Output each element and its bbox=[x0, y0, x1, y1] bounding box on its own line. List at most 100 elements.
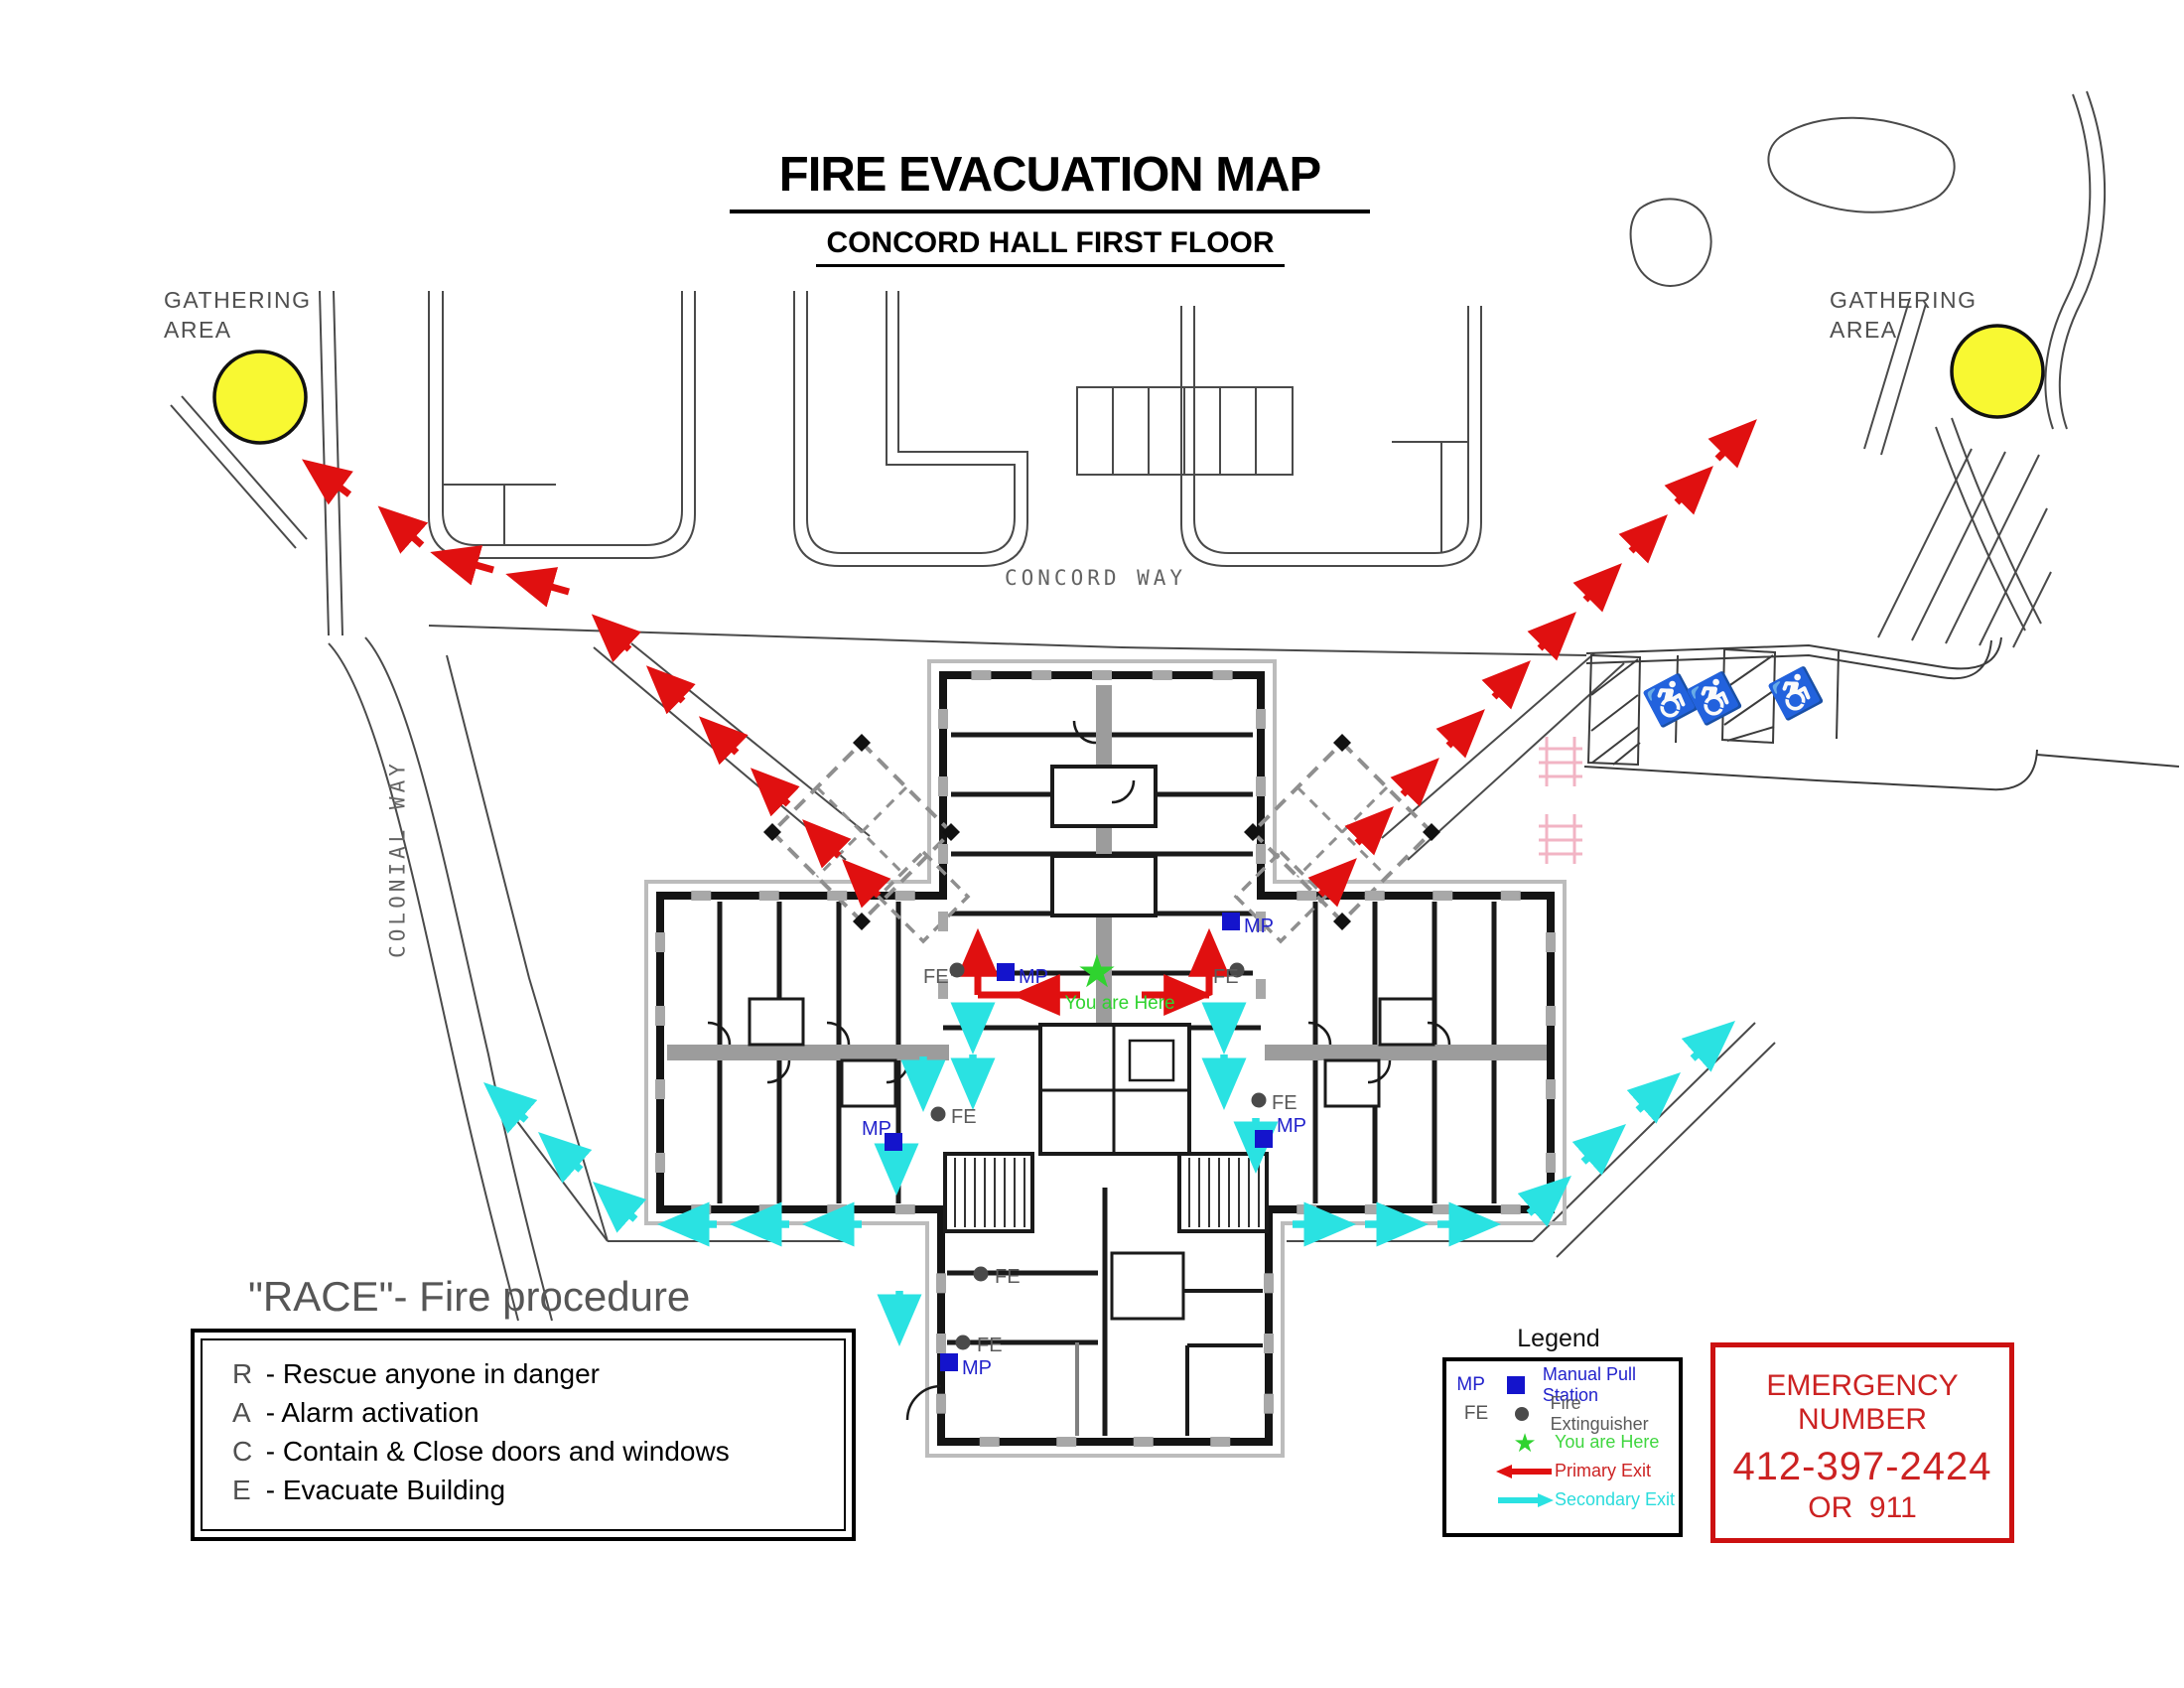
race-procedure-title: "RACE"- Fire procedure bbox=[248, 1273, 691, 1320]
bench-feature-icons bbox=[1539, 737, 1582, 864]
manual-pull-station-icon bbox=[1222, 913, 1240, 930]
street-label-colonial-way: COLONIAL WAY bbox=[385, 760, 410, 958]
legend-label: Fire Extinguisher bbox=[1550, 1392, 1649, 1434]
fire-extinguisher-icon bbox=[955, 1335, 971, 1350]
site-roads bbox=[170, 90, 2107, 1322]
legend-title: Legend bbox=[1517, 1325, 1600, 1352]
secondary-exit-arrow bbox=[1681, 1021, 1735, 1072]
gathering-line2: AREA bbox=[164, 317, 232, 343]
secondary-exit-arrow bbox=[1571, 1124, 1626, 1176]
legend-item-you-are-here: ★ You are Here bbox=[1446, 1428, 1679, 1457]
gathering-line1: GATHERING bbox=[164, 287, 312, 313]
gathering-area-circle-right bbox=[1950, 324, 2045, 419]
fire-extinguisher-icon bbox=[1493, 1406, 1550, 1421]
legend-label: Primary Exit bbox=[1555, 1461, 1652, 1480]
race-item: E - Evacuate Building bbox=[232, 1471, 844, 1509]
race-letter: R bbox=[232, 1358, 253, 1389]
fire-extinguisher-icon bbox=[930, 1106, 946, 1122]
legend-abbr: FE bbox=[1463, 1402, 1489, 1424]
entrance-canopy-nw bbox=[763, 734, 971, 944]
secondary-exit-arrow bbox=[538, 1132, 593, 1184]
legend-label: Secondary Exit bbox=[1555, 1489, 1676, 1509]
gathering-line1: GATHERING bbox=[1830, 287, 1978, 313]
street-label-concord-way: CONCORD WAY bbox=[1005, 566, 1187, 590]
primary-exit-arrow bbox=[842, 859, 891, 909]
emergency-phone: 412-397-2424 bbox=[1732, 1445, 1992, 1488]
manual-pull-station-label: MP bbox=[1277, 1115, 1306, 1137]
legend-box: MP Manual Pull Station FE Fire Extinguis… bbox=[1442, 1357, 1683, 1537]
manual-pull-station-label: MP bbox=[962, 1357, 992, 1379]
fire-extinguisher-label: FE bbox=[923, 966, 949, 988]
building-sidewalk-outline bbox=[644, 659, 1567, 1458]
gathering-area-circle-left bbox=[212, 350, 308, 445]
primary-exit-arrow bbox=[430, 545, 494, 586]
secondary-exit-arrow bbox=[593, 1182, 647, 1233]
primary-exit-arrow bbox=[1618, 514, 1668, 564]
fire-extinguisher-label: FE bbox=[1213, 966, 1239, 988]
primary-exit-arrow bbox=[1435, 709, 1485, 759]
race-procedure-box: R - Rescue anyone in danger A - Alarm ac… bbox=[191, 1329, 856, 1541]
primary-exit-arrow bbox=[1707, 419, 1757, 469]
manual-pull-station-icon bbox=[1255, 1130, 1273, 1148]
legend-item-manual-pull: MP Manual Pull Station bbox=[1446, 1364, 1679, 1405]
primary-exit-arrow bbox=[1572, 563, 1622, 613]
gathering-area-label-right: GATHERING AREA bbox=[1830, 285, 1978, 345]
stairwell-east bbox=[1177, 1152, 1269, 1233]
fire-extinguisher-label: FE bbox=[977, 1335, 1003, 1356]
window-ticks bbox=[655, 670, 1556, 1447]
fire-extinguisher-icon bbox=[1251, 1092, 1267, 1108]
primary-exit-arrow bbox=[1481, 660, 1531, 710]
manual-pull-station-label: MP bbox=[1244, 915, 1274, 937]
primary-exit-arrow bbox=[302, 459, 353, 505]
race-item: R - Rescue anyone in danger bbox=[232, 1354, 844, 1393]
legend-label: Manual Pull Station bbox=[1542, 1363, 1636, 1405]
race-item: C - Contain & Close doors and windows bbox=[232, 1432, 844, 1471]
legend-item-fire-extinguisher: FE Fire Extinguisher bbox=[1446, 1393, 1679, 1434]
race-text: - Evacuate Building bbox=[265, 1475, 506, 1505]
primary-exit-arrow bbox=[1307, 858, 1357, 908]
primary-exit-arrow bbox=[505, 567, 570, 608]
legend-item-secondary-exit: Secondary Exit bbox=[1446, 1485, 1679, 1514]
primary-exit-arrow bbox=[1664, 466, 1713, 515]
stairwell-west bbox=[943, 1152, 1034, 1233]
emergency-line2: NUMBER bbox=[1797, 1403, 1927, 1436]
secondary-exit-arrow bbox=[1517, 1176, 1571, 1227]
race-text: - Contain & Close doors and windows bbox=[265, 1436, 730, 1467]
secondary-exit-arrow bbox=[483, 1082, 538, 1134]
race-text: - Rescue anyone in danger bbox=[265, 1358, 600, 1389]
fire-extinguisher-icon bbox=[973, 1266, 989, 1282]
primary-exit-arrow bbox=[698, 716, 749, 766]
primary-exit-arrow bbox=[1527, 612, 1576, 661]
primary-exit-routes bbox=[302, 419, 1757, 1016]
race-letter: C bbox=[232, 1436, 253, 1467]
emergency-alt: OR 911 bbox=[1808, 1491, 1917, 1524]
manual-pull-station-icon bbox=[1490, 1375, 1543, 1394]
building-interior-walls bbox=[667, 685, 1547, 1436]
primary-exit-arrow-icon bbox=[1495, 1464, 1555, 1479]
legend-label: You are Here bbox=[1555, 1432, 1660, 1452]
you-are-here-star-icon: ★ bbox=[1076, 945, 1117, 997]
primary-exit-arrow bbox=[645, 665, 696, 715]
primary-exit-arrow bbox=[750, 768, 800, 817]
fire-extinguisher-icon bbox=[949, 962, 965, 978]
race-procedure-list: R - Rescue anyone in danger A - Alarm ac… bbox=[201, 1338, 846, 1531]
legend-item-primary-exit: Primary Exit bbox=[1446, 1457, 1679, 1485]
primary-exit-arrow bbox=[1344, 806, 1394, 856]
secondary-exit-arrow bbox=[1626, 1072, 1681, 1124]
primary-exit-arrow bbox=[1390, 758, 1439, 807]
page-subtitle: CONCORD HALL FIRST FLOOR bbox=[816, 226, 1285, 267]
manual-pull-station-icon bbox=[885, 1133, 902, 1151]
primary-exit-arrow bbox=[377, 505, 429, 554]
fire-extinguisher-icon bbox=[1229, 962, 1245, 978]
race-text: - Alarm activation bbox=[265, 1397, 479, 1428]
secondary-exit-routes bbox=[483, 1002, 1735, 1346]
you-are-here-label: You are Here bbox=[1064, 993, 1174, 1014]
parking-area: ♿ ♿ ♿ bbox=[1583, 636, 2180, 791]
fire-extinguisher-label: FE bbox=[995, 1266, 1021, 1288]
manual-pull-station-label: MP bbox=[1019, 966, 1048, 988]
emergency-line1: EMERGENCY bbox=[1766, 1369, 1959, 1402]
you-are-here-star-icon: ★ bbox=[1513, 1427, 1537, 1458]
